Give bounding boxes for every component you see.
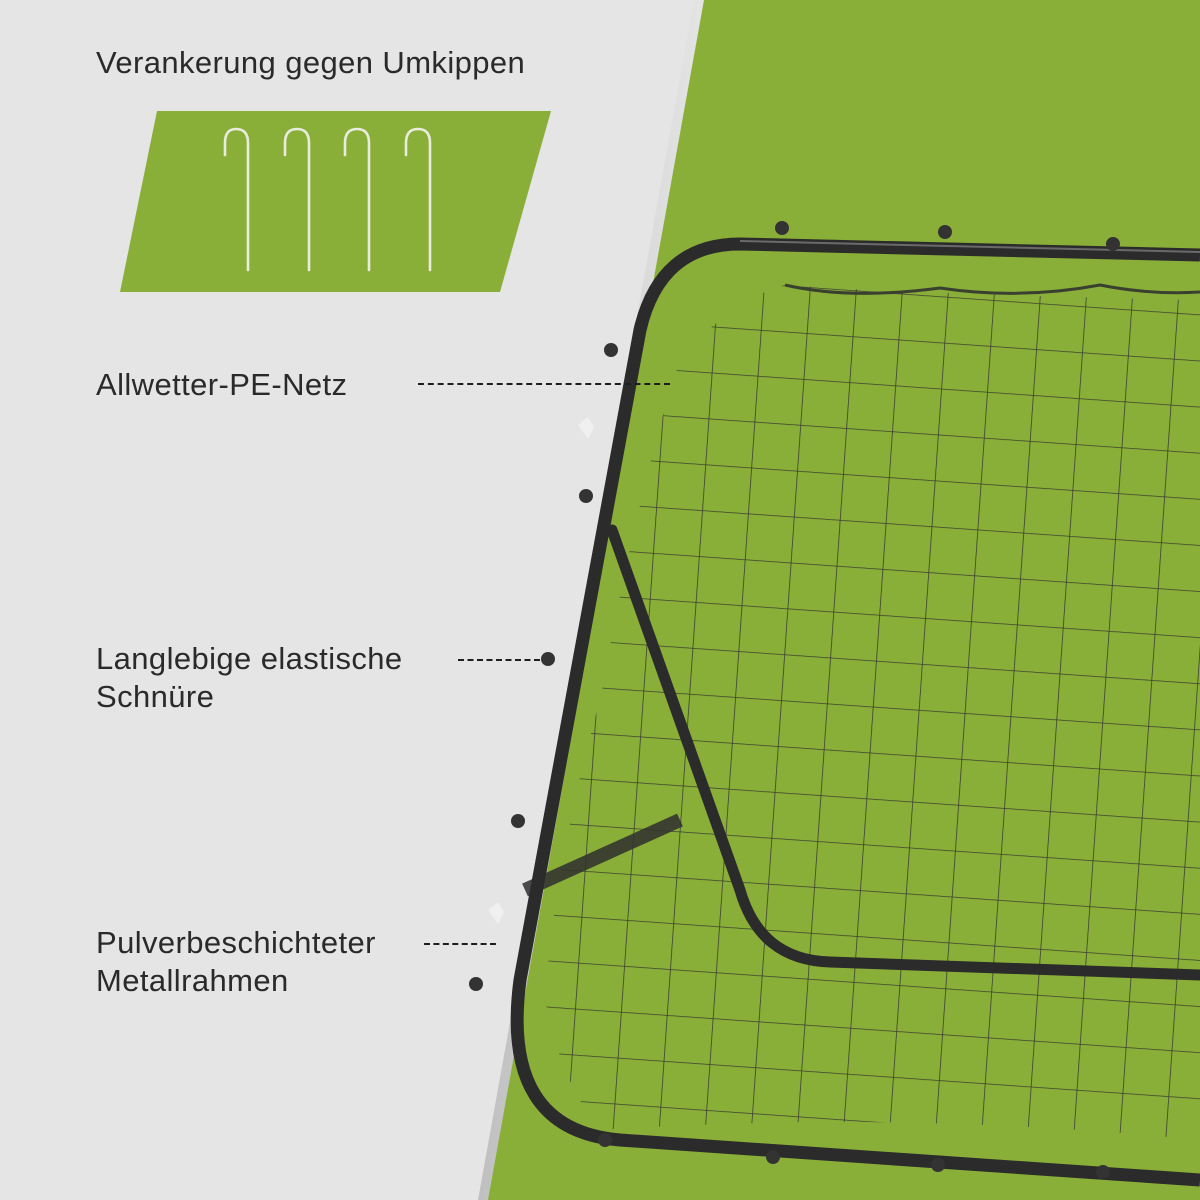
callout-text: Schnüre	[96, 679, 215, 714]
metal-frame	[510, 237, 1200, 1187]
stakes-card	[120, 111, 551, 292]
callout-leader-line	[418, 383, 670, 385]
bungee-cord-knobs	[469, 221, 1120, 1179]
callout-text: Metallrahmen	[96, 963, 289, 998]
callout-leader-line	[458, 659, 540, 661]
callout-text: Langlebige elastische	[96, 641, 403, 676]
callout-weatherproof-net: Allwetter-PE-Netz	[96, 366, 347, 404]
anchor-section-title: Verankerung gegen Umkippen	[96, 45, 526, 80]
ground-stake-icon	[223, 127, 432, 272]
callout-leader-line	[424, 943, 496, 945]
callout-text: Pulverbeschichteter	[96, 925, 376, 960]
callout-text: Allwetter-PE-Netz	[96, 367, 348, 402]
callout-elastic-cords: Langlebige elastische Schnüre	[96, 640, 403, 716]
net-mesh	[545, 285, 1200, 1140]
callout-powder-coated-frame: Pulverbeschichteter Metallrahmen	[96, 924, 376, 1000]
